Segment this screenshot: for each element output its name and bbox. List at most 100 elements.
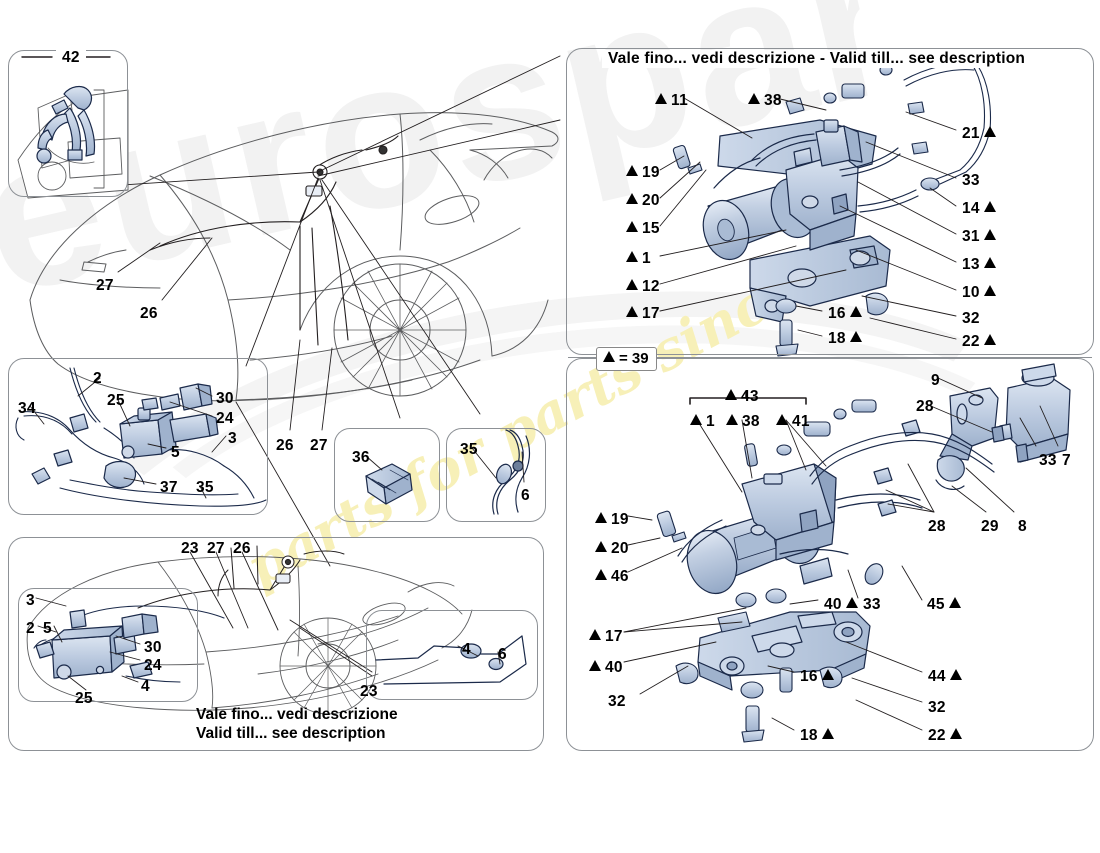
triangle-icon <box>725 389 737 400</box>
callout-27: 27 <box>96 277 114 295</box>
callout-number: 3 <box>228 430 237 447</box>
callout-number: 28 <box>916 398 934 415</box>
panel-bottom-left <box>8 537 544 751</box>
callout-1: 1 <box>626 250 651 268</box>
panel-top-right-title: Vale fino... vedi descrizione - Valid ti… <box>602 50 1032 68</box>
callout-number: 33 <box>863 596 881 613</box>
callout-number: 26 <box>140 305 158 322</box>
callout-38: 38 <box>726 413 760 431</box>
callout-29: 29 <box>981 518 999 536</box>
triangle-icon <box>603 351 615 362</box>
callout-number: 11 <box>671 92 688 109</box>
callout-number: 20 <box>611 540 629 557</box>
callout-number: 33 <box>962 172 980 189</box>
callout-36: 36 <box>352 449 370 467</box>
callout-number: 2 <box>93 370 102 387</box>
callout-18: 18 <box>800 727 834 745</box>
callout-number: 6 <box>521 487 530 504</box>
callout-28: 28 <box>928 518 946 536</box>
callout-1: 1 <box>690 413 715 431</box>
callout-6: 6 <box>498 646 507 664</box>
triangle-icon <box>589 660 601 671</box>
callout-17: 17 <box>589 628 623 646</box>
callout-30: 30 <box>144 639 162 657</box>
triangle-icon <box>849 306 862 317</box>
triangle-icon <box>948 597 961 608</box>
callout-number: 44 <box>928 668 946 685</box>
callout-46: 46 <box>595 568 629 586</box>
callout-25: 25 <box>107 392 125 410</box>
callout-number: 25 <box>75 690 93 707</box>
callout-number: 34 <box>18 400 36 417</box>
callout-number: 24 <box>144 657 162 674</box>
callout-11: 11 <box>655 92 688 110</box>
callout-number: 28 <box>928 518 946 535</box>
callout-10: 10 <box>962 284 996 302</box>
panel-bottom-left-caption: Vale fino... vedi descrizione Valid till… <box>196 705 398 743</box>
callout-43: 43 <box>725 388 759 406</box>
callout-17: 17 <box>626 305 660 323</box>
callout-number: 26 <box>276 437 294 454</box>
callout-2: 2 <box>26 620 35 638</box>
callout-19: 19 <box>626 164 660 182</box>
triangle-icon <box>983 229 996 240</box>
callout-number: 40 <box>605 659 623 676</box>
callout-number: 21 <box>962 125 980 142</box>
callout-41: 41 <box>776 413 810 431</box>
callout-30: 30 <box>216 390 234 408</box>
triangle-icon <box>983 126 996 137</box>
callout-number: 18 <box>800 727 818 744</box>
callout-number: 27 <box>207 540 225 557</box>
triangle-icon <box>595 569 607 580</box>
callout-33: 33 <box>962 172 980 190</box>
callout-33: 33 <box>1039 452 1057 470</box>
callout-number: 7 <box>1062 452 1071 469</box>
callout-15: 15 <box>626 220 660 238</box>
callout-28: 28 <box>916 398 934 416</box>
callout-number: 35 <box>196 479 214 496</box>
callout-22: 22 <box>928 727 962 745</box>
callout-16: 16 <box>828 305 862 323</box>
triangle-icon <box>949 669 962 680</box>
triangle-icon <box>626 279 638 290</box>
callout-number: 16 <box>828 305 846 322</box>
triangle-icon <box>849 331 862 342</box>
callout-40: 40 <box>824 596 858 614</box>
callout-number: 17 <box>605 628 623 645</box>
callout-19: 19 <box>595 511 629 529</box>
triangle-icon <box>655 93 667 104</box>
callout-number: 10 <box>962 284 980 301</box>
callout-44: 44 <box>928 668 962 686</box>
callout-number: 4 <box>462 641 471 658</box>
callout-27: 27 <box>310 437 328 455</box>
callout-45: 45 <box>927 596 961 614</box>
callout-20: 20 <box>626 192 660 210</box>
triangle-icon <box>726 414 738 425</box>
callout-26: 26 <box>276 437 294 455</box>
callout-number: 40 <box>824 596 842 613</box>
panel-top-right <box>566 48 1094 355</box>
callout-13: 13 <box>962 256 996 274</box>
triangle-icon <box>626 221 638 232</box>
callout-number: 38 <box>742 413 760 430</box>
callout-number: 20 <box>642 192 660 209</box>
panel-inset-35 <box>446 428 546 522</box>
callout-number: 23 <box>181 540 199 557</box>
callout-32: 32 <box>962 310 980 328</box>
callout-9: 9 <box>931 372 940 390</box>
legend-value: = 39 <box>619 350 649 367</box>
callout-number: 24 <box>216 410 234 427</box>
triangle-icon <box>595 541 607 552</box>
callout-4: 4 <box>141 678 150 696</box>
triangle-icon <box>626 193 638 204</box>
callout-35: 35 <box>196 479 214 497</box>
callout-18: 18 <box>828 330 862 348</box>
callout-5: 5 <box>43 620 52 638</box>
callout-number: 30 <box>144 639 162 656</box>
callout-14: 14 <box>962 200 996 218</box>
callout-number: 2 <box>26 620 35 637</box>
callout-number: 23 <box>360 683 378 700</box>
legend-triangle-equals-39: = 39 <box>596 347 657 371</box>
callout-3: 3 <box>228 430 237 448</box>
caption-line-en: Valid till... see description <box>196 725 386 742</box>
